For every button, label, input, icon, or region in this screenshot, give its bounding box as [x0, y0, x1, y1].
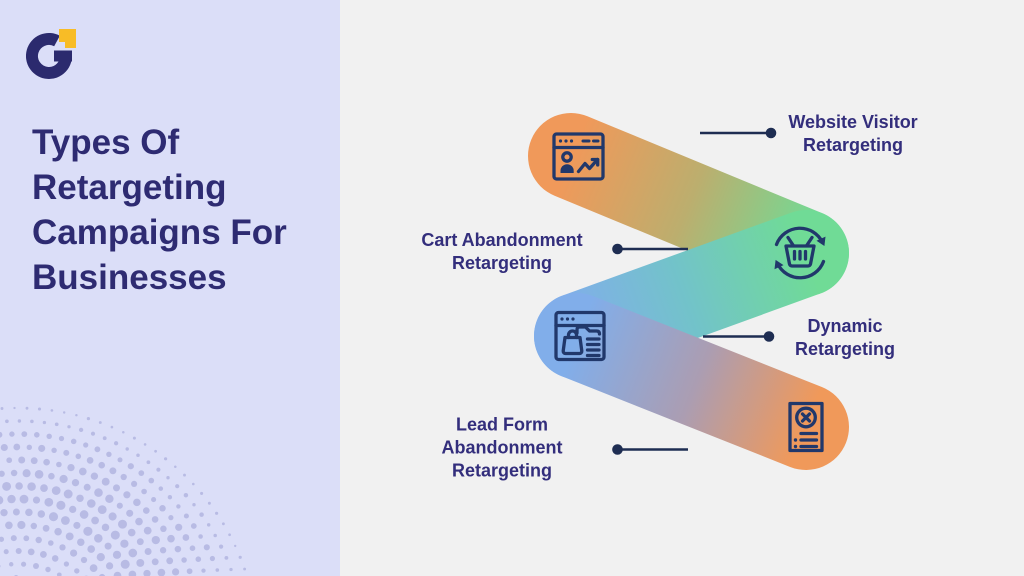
- logo-yellow-accent: [59, 29, 76, 48]
- form-cancel-icon: [788, 401, 824, 453]
- connector-dynamic: [703, 331, 775, 342]
- ribbon-segment-3: [534, 293, 849, 470]
- connector-lead-form: [612, 444, 688, 455]
- page-title: Types Of Retargeting Campaigns For Busin…: [32, 123, 287, 297]
- diagram-label-cart-abandonment: Cart Abandonment Retargeting: [421, 230, 583, 273]
- connector-cart-abandonment: [612, 243, 688, 255]
- diagram-label-lead-form: Lead Form Abandonment Retargeting: [441, 414, 563, 481]
- browser-product-bag-icon: [554, 310, 606, 362]
- basket-refresh-icon: [774, 226, 826, 280]
- diagram-label-dynamic: Dynamic Retargeting: [794, 316, 895, 359]
- sidebar: Types Of Retargeting Campaigns For Busin…: [0, 0, 340, 576]
- diagram-label-website-visitor: Website Visitor Retargeting: [788, 112, 918, 155]
- halftone-dots-pattern: [0, 406, 247, 576]
- brand-logo: [26, 29, 76, 79]
- logo-g-crossbar: [54, 50, 72, 62]
- browser-visitor-analytics-icon: [552, 132, 605, 181]
- logo-g-mark: [26, 33, 72, 79]
- connector-website-visitor: [700, 127, 777, 139]
